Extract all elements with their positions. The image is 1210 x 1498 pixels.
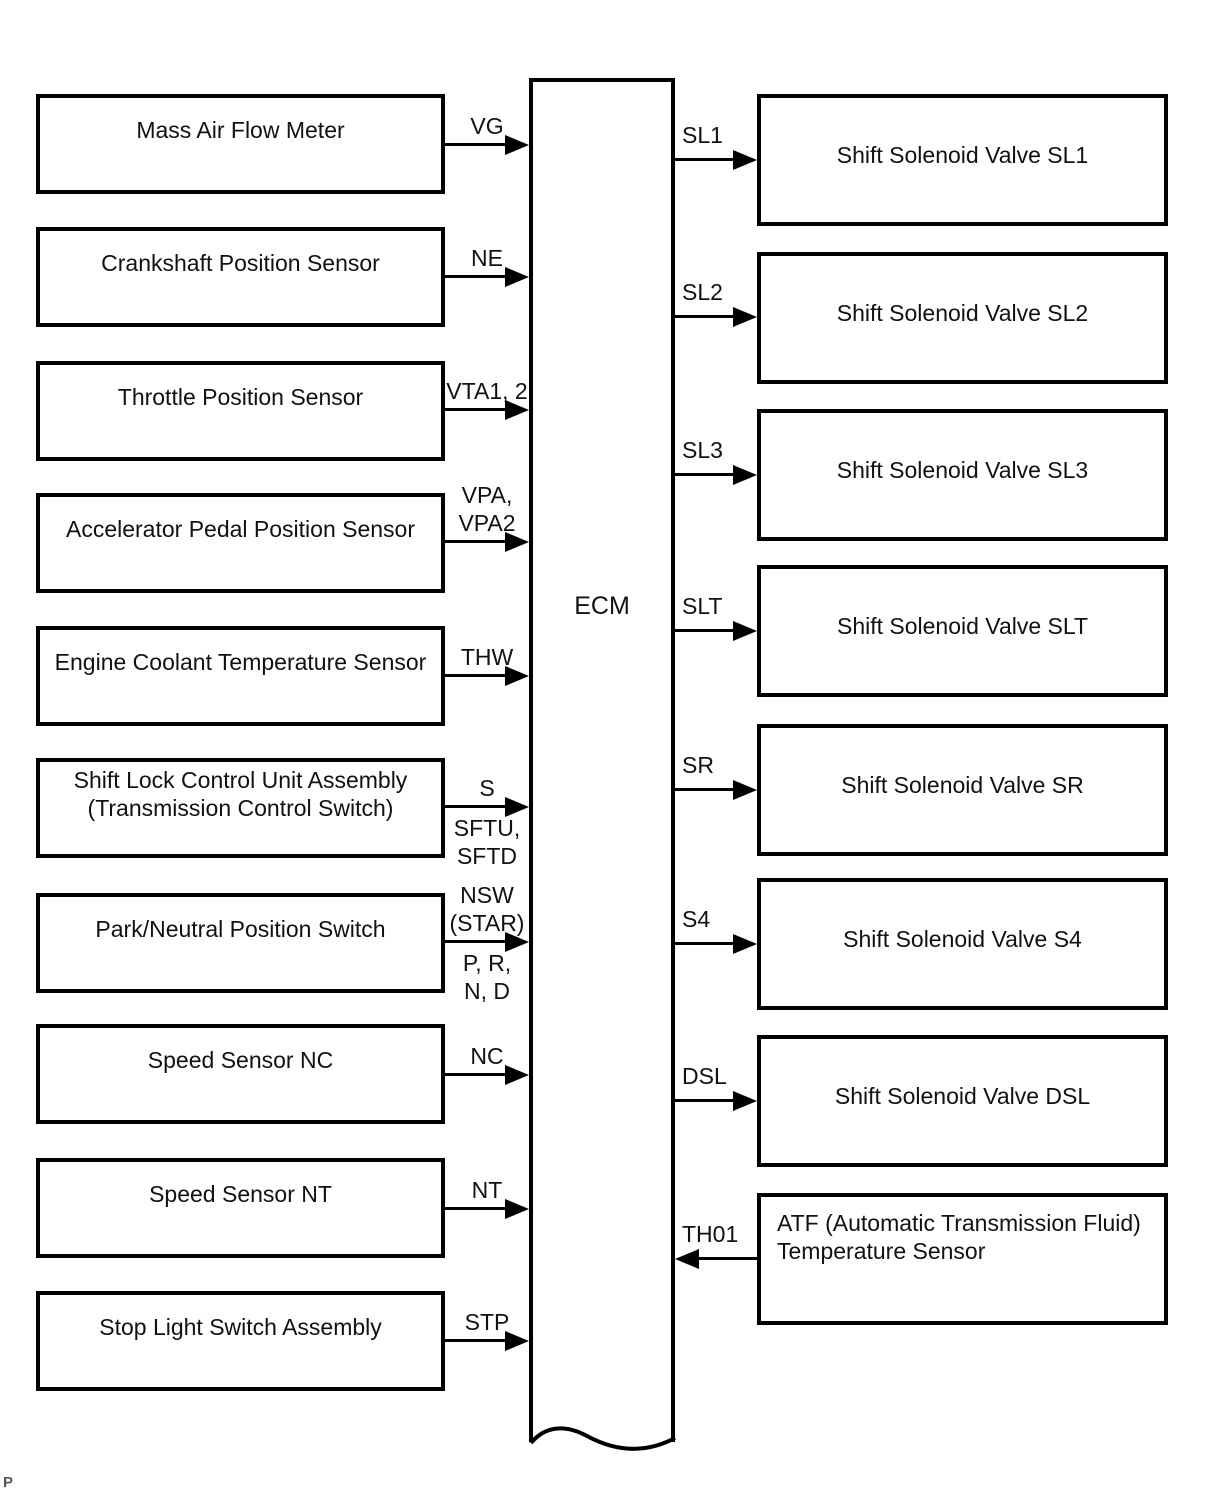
- arrow-right-icon: [733, 621, 757, 641]
- arrow-right-icon: [733, 465, 757, 485]
- arrow-line: [445, 275, 507, 278]
- arrow-line: [697, 1257, 757, 1260]
- signal-label-slt: SLT: [682, 593, 723, 619]
- signal-label-vg: VG: [470, 113, 504, 139]
- output-box-shift-solenoid-dsl: Shift Solenoid Valve DSL: [757, 1035, 1168, 1167]
- output-box-shift-solenoid-sr: Shift Solenoid Valve SR: [757, 724, 1168, 856]
- arrow-right-icon: [733, 1091, 757, 1111]
- input-box-crankshaft-position-sensor: Crankshaft Position Sensor: [36, 227, 445, 327]
- signal-label-prnd: P, R, N, D: [462, 950, 512, 1004]
- signal-label-sr: SR: [682, 752, 714, 778]
- arrow-line: [445, 940, 507, 943]
- arrow-line: [445, 1207, 507, 1210]
- arrow-right-icon: [733, 934, 757, 954]
- signal-label-s4: S4: [682, 906, 711, 932]
- arrow-right-icon: [505, 1199, 529, 1219]
- signal-label-th01: TH01: [682, 1221, 739, 1247]
- ecm-box: [529, 78, 675, 1442]
- arrow-right-icon: [505, 1331, 529, 1351]
- arrow-right-icon: [505, 135, 529, 155]
- signal-label-thw: THW: [460, 644, 514, 670]
- signal-label-nt: NT: [471, 1177, 503, 1203]
- arrow-line: [675, 788, 737, 791]
- input-box-stop-light-switch: Stop Light Switch Assembly: [36, 1291, 445, 1391]
- arrow-line: [675, 315, 737, 318]
- arrow-line: [445, 540, 507, 543]
- arrow-right-icon: [505, 1065, 529, 1085]
- arrow-line: [675, 942, 737, 945]
- arrow-line: [675, 629, 737, 632]
- arrow-right-icon: [733, 150, 757, 170]
- output-box-shift-solenoid-slt: Shift Solenoid Valve SLT: [757, 565, 1168, 697]
- signal-label-sftu-sftd: SFTU, SFTD: [453, 815, 521, 869]
- arrow-line: [675, 473, 737, 476]
- arrow-right-icon: [505, 932, 529, 952]
- arrow-line: [445, 1073, 507, 1076]
- arrow-right-icon: [733, 780, 757, 800]
- output-box-shift-solenoid-sl3: Shift Solenoid Valve SL3: [757, 409, 1168, 541]
- arrow-line: [445, 408, 507, 411]
- arrow-right-icon: [505, 666, 529, 686]
- output-box-shift-solenoid-s4: Shift Solenoid Valve S4: [757, 878, 1168, 1010]
- arrow-line: [675, 1099, 737, 1102]
- signal-label-stp: STP: [464, 1309, 510, 1335]
- arrow-right-icon: [505, 267, 529, 287]
- arrow-line: [445, 805, 507, 808]
- arrow-line: [445, 143, 507, 146]
- signal-label-vpa: VPA, VPA2: [458, 482, 516, 536]
- arrow-right-icon: [505, 797, 529, 817]
- output-box-shift-solenoid-sl2: Shift Solenoid Valve SL2: [757, 252, 1168, 384]
- arrow-right-icon: [733, 307, 757, 327]
- input-box-speed-sensor-nt: Speed Sensor NT: [36, 1158, 445, 1258]
- ecm-torn-edge-icon: [529, 1426, 676, 1451]
- arrow-right-icon: [505, 400, 529, 420]
- input-box-park-neutral-position-switch: Park/Neutral Position Switch: [36, 893, 445, 993]
- ecm-label: ECM: [574, 592, 630, 620]
- signal-label-sl1: SL1: [682, 122, 723, 148]
- signal-label-ne: NE: [471, 245, 503, 271]
- arrow-right-icon: [505, 532, 529, 552]
- signal-label-nsw-star: NSW (STAR): [449, 882, 525, 936]
- arrow-line: [675, 158, 737, 161]
- input-box-throttle-position-sensor: Throttle Position Sensor: [36, 361, 445, 461]
- page-marker: P: [3, 1474, 14, 1491]
- input-box-mass-air-flow-meter: Mass Air Flow Meter: [36, 94, 445, 194]
- signal-label-s: S: [479, 775, 495, 801]
- signal-label-sl2: SL2: [682, 279, 723, 305]
- output-box-shift-solenoid-sl1: Shift Solenoid Valve SL1: [757, 94, 1168, 226]
- input-box-shift-lock-control-unit: Shift Lock Control Unit Assembly (Transm…: [36, 758, 445, 858]
- signal-label-dsl: DSL: [682, 1063, 727, 1089]
- arrow-left-icon: [675, 1249, 699, 1269]
- arrow-line: [445, 1339, 507, 1342]
- signal-label-sl3: SL3: [682, 437, 723, 463]
- signal-label-nc: NC: [470, 1043, 504, 1069]
- input-box-accelerator-pedal-position-sensor: Accelerator Pedal Position Sensor: [36, 493, 445, 593]
- signal-label-vta: VTA1, 2: [446, 378, 528, 404]
- input-box-engine-coolant-temperature-sensor: Engine Coolant Temperature Sensor: [36, 626, 445, 726]
- arrow-line: [445, 674, 507, 677]
- input-box-speed-sensor-nc: Speed Sensor NC: [36, 1024, 445, 1124]
- output-box-atf-temperature-sensor: ATF (Automatic Transmission Fluid) Tempe…: [757, 1193, 1168, 1325]
